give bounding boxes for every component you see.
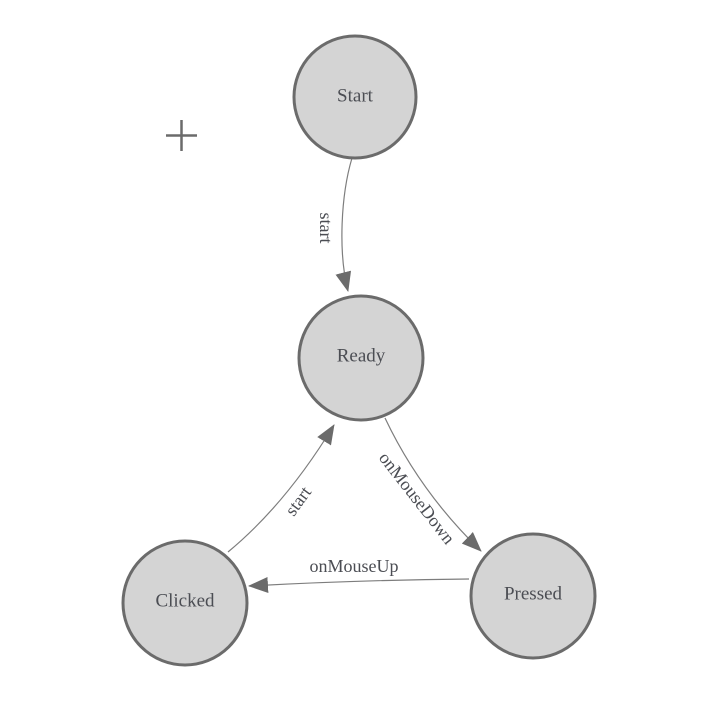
plus-crosshair-icon — [166, 120, 197, 151]
state-node-clicked[interactable]: Clicked — [121, 539, 249, 667]
state-circle-pressed[interactable] — [469, 532, 597, 660]
state-label-ready: Ready — [337, 346, 386, 367]
state-circle-clicked[interactable] — [121, 539, 249, 667]
edge-pressed-to-clicked[interactable]: onMouseUp — [248, 556, 470, 593]
state-node-start[interactable]: Start — [292, 34, 418, 160]
state-label-start: Start — [337, 86, 374, 107]
state-circle-ready[interactable] — [297, 294, 425, 422]
edge-label-pressed-to-clicked[interactable]: onMouseUp — [310, 556, 399, 576]
edge-label-ready-to-pressed[interactable]: onMouseDown — [375, 448, 459, 548]
edge-ready-to-pressed[interactable]: onMouseDown — [375, 417, 482, 552]
edge-start-to-ready[interactable]: start — [316, 157, 353, 292]
state-node-ready[interactable]: Ready — [297, 294, 425, 422]
state-label-clicked: Clicked — [155, 591, 215, 612]
edge-label-start-to-ready[interactable]: start — [316, 213, 336, 244]
edge-clicked-to-ready[interactable]: start — [227, 424, 335, 553]
edge-line-clicked-to-ready[interactable] — [227, 424, 335, 553]
state-circle-start[interactable] — [292, 34, 418, 160]
edge-label-clicked-to-ready[interactable]: start — [281, 483, 315, 520]
state-node-pressed[interactable]: Pressed — [469, 532, 597, 660]
edge-line-pressed-to-clicked[interactable] — [248, 576, 470, 593]
edge-line-start-to-ready[interactable] — [335, 157, 353, 292]
edge-line-ready-to-pressed[interactable] — [384, 417, 482, 552]
state-label-pressed: Pressed — [504, 584, 563, 605]
